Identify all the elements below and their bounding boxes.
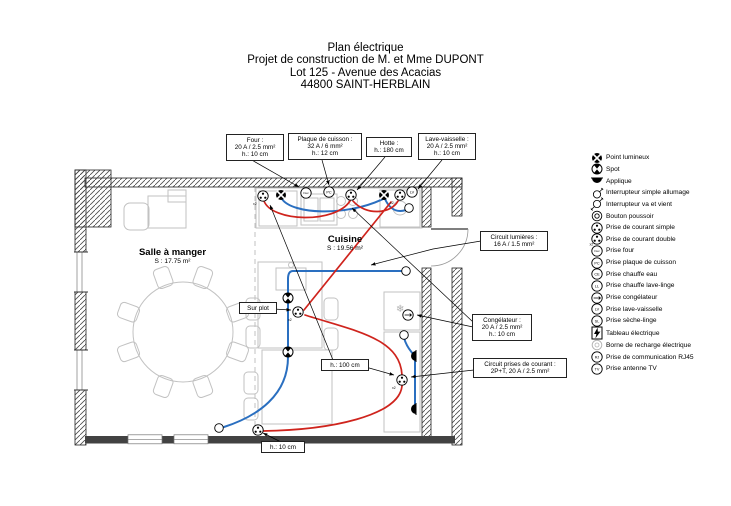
svg-text:x2: x2 <box>392 386 396 390</box>
callout-hotte: Hotte :h.: 180 cm <box>366 137 412 157</box>
svg-text:SL: SL <box>595 319 600 323</box>
room-label-kitchen: Cuisine S : 19.56 m² <box>327 234 363 253</box>
legend-item: TV Prise antenne TV <box>588 363 694 375</box>
legend-item: Bouton poussoir <box>588 210 694 222</box>
legend-item: Four Prise four <box>588 245 694 257</box>
window <box>73 349 88 391</box>
svg-text:Four: Four <box>303 191 308 195</box>
prise-plaque-icon: PC <box>588 256 606 270</box>
prise-tv-icon: TV <box>588 362 606 376</box>
interrupteur-icon <box>399 330 409 340</box>
point-lumineux-icon <box>275 189 287 201</box>
legend-item: Interrupteur simple allumage <box>588 187 694 199</box>
svg-text:LV: LV <box>595 308 600 312</box>
svg-text:PC: PC <box>594 261 600 265</box>
interrupteur-icon <box>401 266 411 276</box>
prise-chauffe-eau-icon: CE <box>588 267 606 281</box>
svg-text:Four: Four <box>594 249 599 253</box>
window <box>173 434 209 445</box>
legend-item: x2 Prise de courant double <box>588 232 694 246</box>
legend-item: Borne de recharge électrique <box>588 340 694 352</box>
spot-icon <box>282 346 294 358</box>
legend-item: Spot <box>588 163 694 176</box>
legend-item: CE Prise chauffe eau <box>588 268 694 280</box>
legend-item: RJ Prise de communication RJ45 <box>588 351 694 363</box>
prise-double-icon <box>257 190 269 202</box>
legend-item: LL Prise chauffe lave-linge <box>588 280 694 292</box>
svg-text:LL: LL <box>595 284 599 288</box>
prise-rj45-icon: RJ <box>588 350 606 364</box>
walls-layer <box>73 169 469 446</box>
svg-text:CE: CE <box>594 273 600 277</box>
spot-icon <box>282 292 294 304</box>
callout-circuit-prises: Circuit prises de courant :2P+T, 20 A / … <box>473 358 567 378</box>
svg-text:x2: x2 <box>390 201 394 205</box>
svg-text:x2: x2 <box>590 243 594 247</box>
title-line: 44800 SAINT-HERBLAIN <box>300 79 431 92</box>
applique-icon <box>410 402 417 416</box>
legend-item: Interrupteur va et vient <box>588 197 694 212</box>
legend-item: Applique <box>588 175 694 187</box>
legend-item: PC Prise plaque de cuisson <box>588 256 694 270</box>
legend: Point lumineux Spot Applique Interrupteu… <box>588 152 694 375</box>
prise-simple-icon <box>252 424 264 436</box>
legend-item: SL Prise sèche-linge <box>588 315 694 327</box>
callout-h10: h.: 10 cm <box>261 441 305 454</box>
callout-leader-lines <box>249 156 482 443</box>
window <box>127 434 163 445</box>
legend-item: Point lumineux <box>588 152 694 164</box>
prise-lave-linge-icon: LL <box>588 279 606 293</box>
interrupteur-icon <box>404 203 414 213</box>
electrical-symbols-layer: x2 Four PC x2 LV x2 <box>214 186 418 436</box>
legend-item: Prise congélateur <box>588 291 694 304</box>
prise-simple-icon <box>345 189 357 201</box>
door <box>430 228 469 267</box>
page-title: Plan électrique Projet de construction d… <box>0 42 731 92</box>
svg-text:TV: TV <box>595 367 600 371</box>
title-line: Plan électrique <box>327 42 404 54</box>
svg-text:RJ: RJ <box>595 355 600 359</box>
title-line: Projet de construction de M. et Mme DUPO… <box>247 54 484 67</box>
prise-seche-linge-icon: SL <box>588 314 606 328</box>
prise-four-icon: Four <box>588 244 606 258</box>
legend-item: Tableau électrique <box>588 326 694 340</box>
furniture-layer: ❄ <box>116 187 423 433</box>
title-line: Lot 125 - Avenue des Acacias <box>289 66 442 79</box>
interrupteur-icon <box>214 423 224 433</box>
prise-double-icon <box>394 189 406 201</box>
callout-h100: h.: 100 cm <box>321 359 369 372</box>
prise-double-icon <box>396 374 408 386</box>
socket-circuit-lines <box>262 200 403 432</box>
prise-double-icon: x2 <box>588 232 606 246</box>
svg-text:x2: x2 <box>288 318 292 322</box>
room-label-dining: Salle à manger S : 17.75 m² <box>138 247 207 266</box>
callout-circuit-lumieres: Circuit lumières :16 A / 1.5 mm² <box>480 231 548 251</box>
svg-text:PC: PC <box>326 191 332 195</box>
window <box>73 251 88 293</box>
svg-text:x2: x2 <box>253 202 257 206</box>
prise-congelateur-icon <box>402 309 414 321</box>
legend-item: LV Prise lave-vaisselle <box>588 303 694 315</box>
svg-text:LV: LV <box>410 191 415 195</box>
legend-item: Prise de courant simple <box>588 221 694 234</box>
prise-double-sur-plot-icon <box>292 306 304 318</box>
point-lumineux-icon <box>378 189 390 201</box>
snowflake-icon: ❄ <box>396 304 404 315</box>
prise-lave-vaisselle-icon: LV <box>588 302 606 316</box>
callout-sur-plot: Sur plot <box>239 302 277 315</box>
